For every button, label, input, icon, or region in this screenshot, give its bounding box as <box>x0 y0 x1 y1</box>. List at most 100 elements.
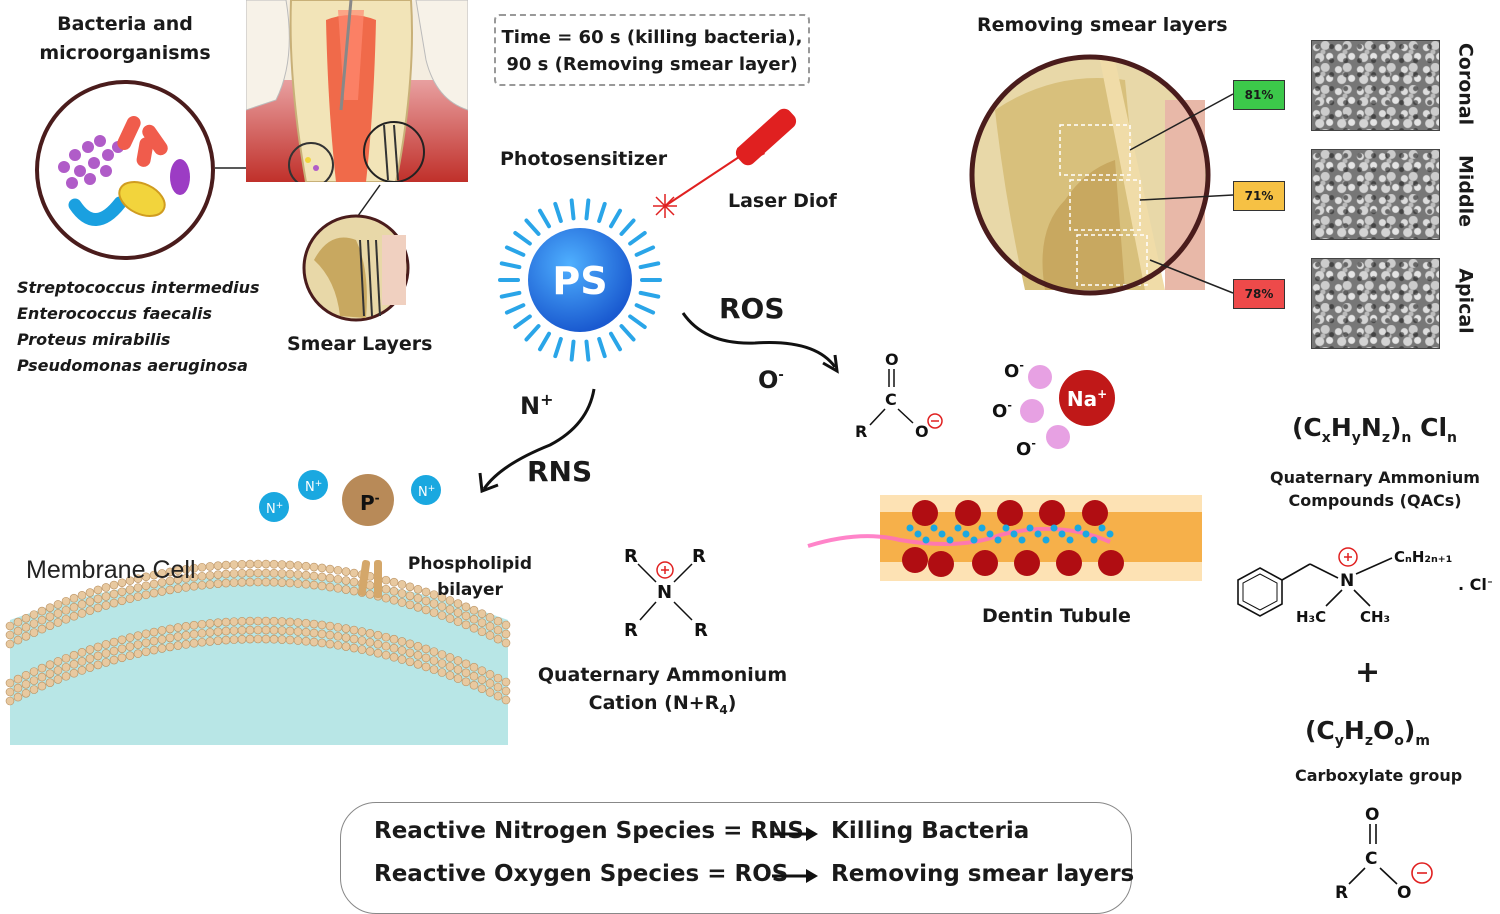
lipid-bead <box>197 562 207 572</box>
laser-label: Laser Diof <box>728 190 837 212</box>
lipid-bead <box>333 565 343 575</box>
lipid-bead <box>293 570 303 579</box>
lipid-bead <box>285 569 295 579</box>
lipid-bead <box>61 614 71 624</box>
lipid-bead <box>69 659 79 669</box>
svg-text:N+: N+ <box>418 484 435 500</box>
lipid-bead <box>93 594 103 604</box>
lipid-bead <box>77 600 87 609</box>
tubule-bead <box>955 500 981 526</box>
lipid-bead <box>197 628 207 638</box>
lipid-bead <box>125 642 135 651</box>
lipid-bead <box>389 652 399 662</box>
lipid-bead <box>213 618 223 627</box>
lipid-bead <box>277 569 287 578</box>
lipid-bead <box>317 563 327 573</box>
lipid-bead <box>325 573 335 583</box>
lipid-bead <box>77 591 87 600</box>
cyan-ion <box>946 536 954 544</box>
lipid-bead <box>349 568 359 578</box>
lipid-bead <box>333 631 343 641</box>
lipid-bead <box>333 622 343 632</box>
lipid-bead <box>133 631 143 640</box>
lipid-bead <box>101 583 111 592</box>
lipid-bead <box>381 575 391 585</box>
middle-percent-badge: 71% <box>1233 181 1285 211</box>
lipid-bead <box>189 629 199 639</box>
lipid-bead <box>461 677 471 687</box>
lipid-bead <box>85 654 95 663</box>
lipid-bead <box>317 629 327 639</box>
lipid-bead <box>453 599 463 608</box>
lipid-bead <box>325 621 335 631</box>
svg-text:N+: N+ <box>305 479 322 495</box>
lipid-bead <box>117 644 127 654</box>
lipid-bead <box>269 559 279 569</box>
lipid-bead <box>293 579 303 588</box>
tubule-bead <box>997 500 1023 526</box>
cyan-ion <box>1098 524 1106 532</box>
svg-text:. Cl⁻: . Cl⁻ <box>1458 575 1492 594</box>
lipid-bead <box>453 656 463 665</box>
lipid-bead <box>357 645 367 654</box>
lipid-bead <box>13 674 23 684</box>
lipid-bead <box>293 561 303 570</box>
lipid-bead <box>397 637 407 646</box>
lipid-bead <box>445 671 455 680</box>
svg-text:O-: O- <box>992 399 1012 422</box>
lipid-bead <box>405 582 415 592</box>
ps-ray <box>609 331 622 352</box>
svg-text:O-: O- <box>1016 437 1036 460</box>
lipid-bead <box>13 617 23 627</box>
lipid-bead <box>437 650 447 659</box>
lipid-bead <box>333 583 343 593</box>
legend-removing: Removing smear layers <box>831 861 1135 887</box>
lipid-bead <box>341 642 351 651</box>
lipid-bead <box>477 627 487 637</box>
lipid-bead <box>413 641 423 651</box>
lipid-bead <box>149 645 159 655</box>
lipid-bead <box>45 612 55 621</box>
lipid-bead <box>5 639 15 649</box>
lipid-bead <box>301 561 311 571</box>
lipid-bead <box>237 568 247 578</box>
lipid-bead <box>429 656 439 665</box>
cyan-ion <box>930 524 938 532</box>
svg-text:O-: O- <box>1004 359 1024 382</box>
lipid-bead <box>501 629 511 639</box>
cyan-ion <box>1050 524 1058 532</box>
lipid-bead <box>413 584 423 594</box>
lipid-bead <box>245 616 255 626</box>
lipid-bead <box>501 638 511 648</box>
svg-text:C: C <box>1365 849 1377 869</box>
legend-rns: Reactive Nitrogen Species = RNS <box>374 818 804 844</box>
ps-ray <box>504 303 526 315</box>
lipid-bead <box>45 660 55 669</box>
svg-text:R: R <box>624 546 638 567</box>
lipid-bead <box>157 635 167 644</box>
lipid-bead <box>333 640 343 650</box>
lipid-bead <box>205 580 215 589</box>
lipid-bead <box>165 624 175 634</box>
lipid-bead <box>221 635 231 645</box>
cyan-ion <box>1090 536 1098 544</box>
lipid-bead <box>173 623 183 632</box>
lipid-bead <box>61 662 71 672</box>
lipid-bead <box>477 675 487 685</box>
yellow-bacterium-icon <box>118 181 166 217</box>
lipid-bead <box>189 620 199 630</box>
lipid-bead <box>405 591 415 601</box>
cyan-ion <box>922 536 930 544</box>
tubule-bead <box>1098 550 1124 576</box>
na-text: Na+ <box>1067 387 1107 411</box>
species-item: Streptococcus intermedius <box>17 278 260 297</box>
lipid-bead <box>37 606 47 616</box>
lipid-bead <box>101 592 111 601</box>
lipid-bead <box>461 620 471 630</box>
lipid-bead <box>277 578 287 587</box>
lipid-bead <box>333 574 343 584</box>
tooth-cross-section-image <box>246 0 468 182</box>
ps-ray <box>597 201 607 224</box>
lipid-bead <box>421 605 431 615</box>
tubule-bead <box>972 550 998 576</box>
